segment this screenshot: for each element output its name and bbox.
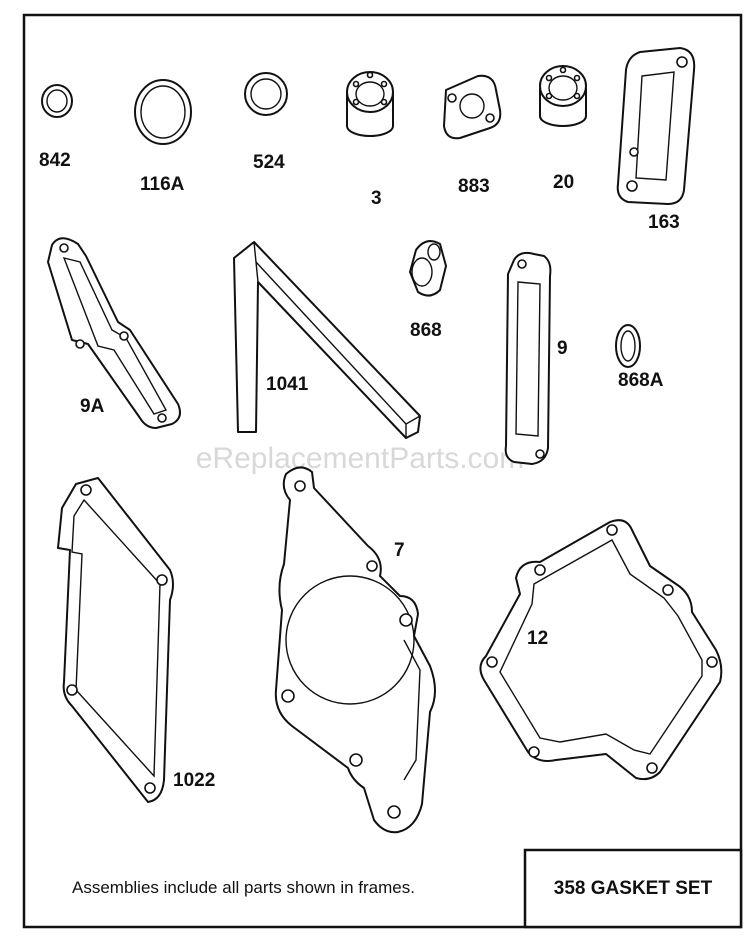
- label-524: 524: [253, 152, 285, 173]
- part-20-seal[interactable]: [539, 65, 587, 127]
- part-12-crankcase-gasket[interactable]: [479, 519, 723, 781]
- footer-note: Assemblies include all parts shown in fr…: [72, 878, 415, 897]
- label-883: 883: [458, 176, 490, 197]
- part-868-seal[interactable]: [409, 240, 447, 297]
- kit-title: 358 GASKET SET: [554, 878, 713, 899]
- part-1041-strip[interactable]: [233, 241, 421, 439]
- label-842: 842: [39, 150, 71, 171]
- label-12: 12: [527, 628, 548, 649]
- outer-frame: [22, 13, 743, 929]
- part-116A-ring[interactable]: [134, 79, 192, 145]
- part-842-ring[interactable]: [41, 84, 73, 118]
- label-163: 163: [648, 212, 680, 233]
- label-3: 3: [371, 188, 382, 209]
- part-163-gasket[interactable]: [616, 47, 696, 205]
- label-20: 20: [553, 172, 574, 193]
- label-9: 9: [557, 338, 568, 359]
- part-9A-gasket[interactable]: [47, 237, 181, 429]
- part-524-ring[interactable]: [244, 72, 288, 116]
- label-1022: 1022: [173, 770, 215, 791]
- label-868: 868: [410, 320, 442, 341]
- kit-title-box: [523, 848, 743, 929]
- watermark: eReplacementParts.com: [196, 442, 524, 475]
- part-868A-ring[interactable]: [615, 324, 641, 368]
- label-868A: 868A: [618, 370, 664, 391]
- label-1041: 1041: [266, 374, 309, 395]
- part-9-gasket[interactable]: [504, 251, 552, 465]
- label-7: 7: [394, 540, 405, 561]
- label-116A: 116A: [140, 174, 185, 195]
- part-883-gasket[interactable]: [443, 74, 502, 140]
- label-9A: 9A: [80, 396, 105, 417]
- part-1022-gasket[interactable]: [57, 477, 174, 803]
- part-7-head-gasket[interactable]: [274, 466, 436, 834]
- part-3-seal[interactable]: [346, 71, 394, 137]
